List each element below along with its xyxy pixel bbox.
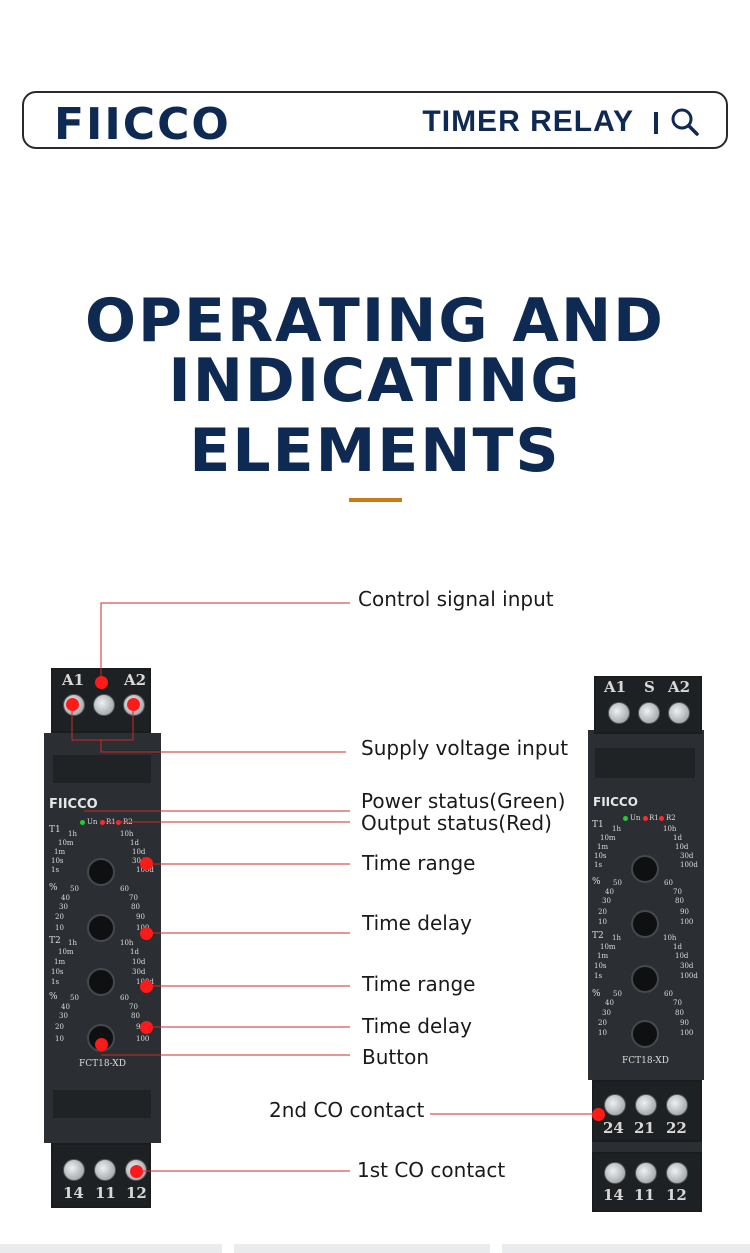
time-delay-knob-1[interactable]: [87, 914, 115, 942]
callout-1st-co-contact: 1st CO contact: [357, 1158, 506, 1182]
marker-time-delay-2: [140, 1021, 153, 1034]
terminal-screw: [638, 702, 660, 724]
header-divider: [654, 112, 658, 134]
marker-control-signal: [95, 676, 108, 689]
output-led-r1: [643, 816, 648, 821]
footer-strip: [0, 1244, 222, 1253]
terminal-screw: [94, 1159, 116, 1181]
marker-time-range-1: [140, 857, 153, 870]
terminal-screw: [604, 1094, 626, 1116]
output-led-r2: [659, 816, 664, 821]
terminal-screw: [666, 1094, 688, 1116]
callout-time-range-2: Time range: [362, 972, 476, 996]
callout-time-delay-1: Time delay: [362, 911, 472, 935]
callout-2nd-co-contact: 2nd CO contact: [269, 1098, 425, 1122]
marker-supply-a2: [127, 698, 140, 711]
terminal-screw: [668, 702, 690, 724]
callout-control-signal-input: Control signal input: [358, 587, 554, 611]
time-range-knob-1[interactable]: [87, 858, 115, 886]
power-led: [623, 816, 628, 821]
callout-button: Button: [362, 1045, 429, 1069]
header-bar: FIICCO TIMER RELAY: [22, 91, 728, 150]
marker-1st-co-contact: [130, 1165, 143, 1178]
marker-button: [95, 1038, 108, 1051]
device-brand: FIICCO: [49, 797, 98, 812]
terminal-screw: [608, 702, 630, 724]
time-range-knob-2[interactable]: [87, 968, 115, 996]
output-led-r2: [116, 820, 121, 825]
time-range-knob-2[interactable]: [631, 965, 659, 993]
title-accent-line: [349, 498, 402, 502]
time-range-knob-1[interactable]: [631, 855, 659, 883]
callout-power-status: Power status(Green): [361, 789, 566, 813]
marker-supply-a1: [66, 698, 79, 711]
terminal-screw: [635, 1162, 657, 1184]
model-label: FCT18-XD: [79, 1059, 126, 1069]
marker-2nd-co-contact: [592, 1108, 605, 1121]
footer-strip: [502, 1244, 750, 1253]
callout-output-status: Output status(Red): [361, 811, 552, 835]
terminal-label-a1: A1: [62, 671, 85, 689]
callout-time-range-1: Time range: [362, 851, 476, 875]
button[interactable]: [631, 1020, 659, 1048]
callout-time-delay-2: Time delay: [362, 1014, 472, 1038]
callout-supply-voltage-input: Supply voltage input: [361, 736, 569, 760]
terminal-screw: [635, 1094, 657, 1116]
terminal-label-a2: A2: [124, 671, 147, 689]
page-title-line2: INDICATING ELEMENTS: [168, 346, 582, 486]
terminal-screw: [604, 1162, 626, 1184]
marker-time-range-2: [140, 980, 153, 993]
time-delay-knob-1[interactable]: [631, 910, 659, 938]
terminal-screw: [63, 1159, 85, 1181]
footer-strip: [234, 1244, 490, 1253]
search-icon[interactable]: [670, 107, 700, 137]
terminal-screw: [93, 694, 115, 716]
power-led: [80, 820, 85, 825]
output-led-r1: [100, 820, 105, 825]
marker-time-delay-1: [140, 927, 153, 940]
header-title: TIMER RELAY: [422, 105, 634, 138]
terminal-screw: [666, 1162, 688, 1184]
page-title-line1: OPERATING AND: [84, 286, 665, 356]
brand-logo[interactable]: FIICCO: [54, 99, 231, 150]
